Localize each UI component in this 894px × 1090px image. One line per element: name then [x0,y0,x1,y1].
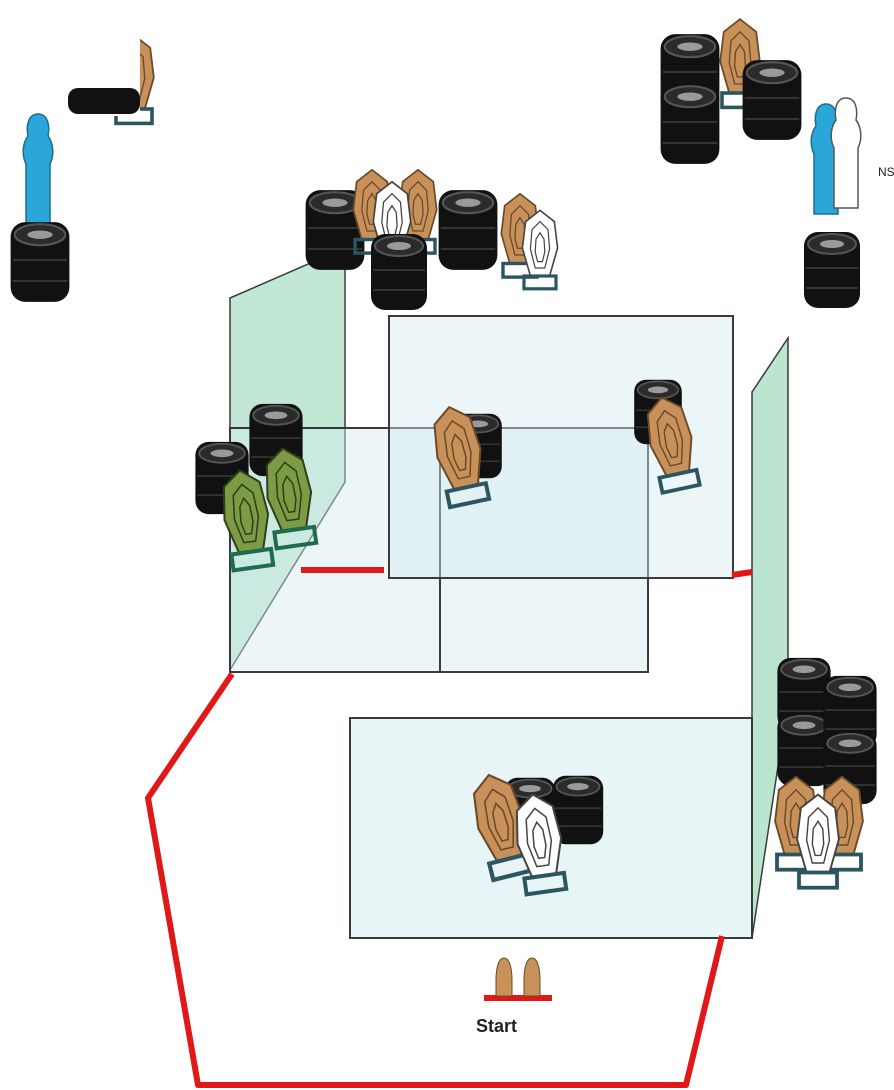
top-left-popper-icon [22,113,54,225]
top-right-popper-white-icon [830,97,862,209]
top-left-tire-icon [9,221,71,303]
start-footprints-icon [495,957,541,997]
start-label: Start [476,1016,517,1036]
ns-label: NS [878,165,894,179]
top-center-tire3-icon [437,189,499,271]
right-target-white-icon [795,792,841,890]
right-tire-icon [776,656,832,788]
fault-line-perimeter [145,672,725,1088]
top-right-tire-icon [659,33,721,165]
top-right-tire2-icon [741,59,803,141]
top-center-target-white2-icon [520,208,560,291]
fault-line-right-stub [731,569,753,578]
top-right-tire3-icon [803,231,861,309]
top-left-partial-target-icon [68,30,156,126]
top-center-tire2-icon [370,233,428,311]
